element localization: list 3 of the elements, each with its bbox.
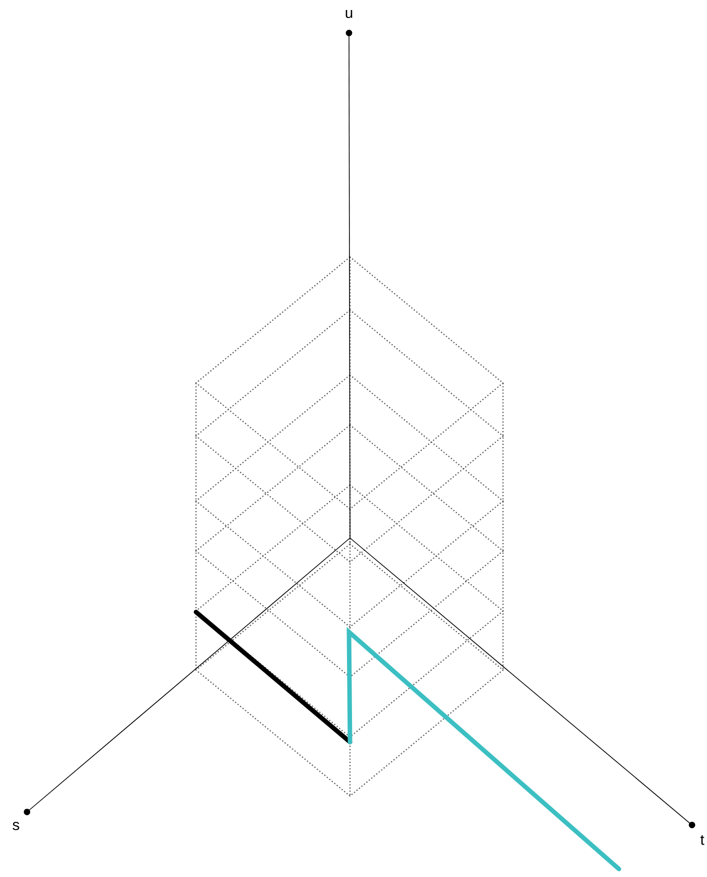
axis-label: t [700, 835, 704, 845]
axis-label: s [12, 822, 20, 830]
axis-label: u [346, 10, 352, 18]
